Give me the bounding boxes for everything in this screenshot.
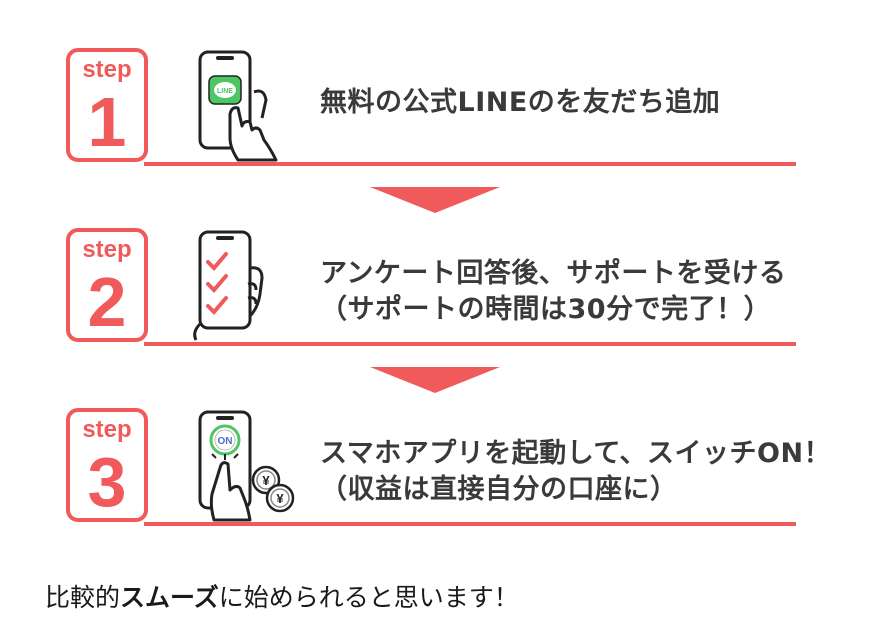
step-1-number: 1 — [87, 83, 127, 161]
step-2: step 2 アンケート回答後、サポートを受ける （サポートの時間は30分で完了… — [66, 228, 796, 346]
phone-line-icon: LINE — [198, 50, 278, 162]
coin-1-symbol: ¥ — [262, 473, 270, 488]
step-2-underline — [144, 342, 796, 346]
step-1-badge: step 1 — [66, 48, 148, 162]
step-1-word: step — [82, 56, 132, 83]
step-1: step 1 LINE 無料の公式LINEのを友だち追加 — [66, 48, 796, 166]
footer-post: に始められると思います！ — [218, 583, 519, 612]
step-3-number: 3 — [87, 443, 127, 521]
phone-switch-on-icon: ON ¥ ¥ — [198, 410, 295, 522]
step-3-line-1: スマホアプリを起動して、スイッチON！ — [320, 438, 832, 469]
step-3-text: スマホアプリを起動して、スイッチON！ （収益は直接自分の口座に） — [320, 436, 831, 508]
line-badge-text: LINE — [217, 88, 233, 95]
step-3-badge: step 3 — [66, 408, 148, 522]
step-3-word: step — [82, 416, 132, 443]
step-3: step 3 ON ¥ ¥ スマホアプリを起動して、スイッチON！ （収益は直接… — [66, 408, 831, 526]
step-1-text: 無料の公式LINEのを友だち追加 — [320, 80, 720, 119]
switch-on-badge-text: ON — [218, 436, 233, 447]
step-2-line-2: （サポートの時間は30分で完了！） — [320, 294, 772, 325]
step-1-underline — [144, 162, 796, 166]
coin-2-symbol: ¥ — [276, 491, 284, 506]
down-arrow-1 — [370, 187, 500, 213]
step-1-line-1: 無料の公式LINEのを友だち追加 — [320, 87, 721, 118]
step-2-number: 2 — [87, 263, 127, 341]
footer-text: 比較的スムーズに始められると思います！ — [45, 578, 519, 614]
phone-checklist-icon — [193, 230, 264, 341]
step-2-line-1: アンケート回答後、サポートを受ける — [320, 258, 787, 289]
step-2-badge: step 2 — [66, 228, 148, 342]
step-3-line-2: （収益は直接自分の口座に） — [320, 474, 678, 505]
footer-bold: スムーズ — [120, 583, 219, 612]
step-2-text: アンケート回答後、サポートを受ける （サポートの時間は30分で完了！） — [320, 256, 786, 328]
down-arrow-2 — [370, 367, 500, 393]
step-2-word: step — [82, 236, 132, 263]
footer-pre: 比較的 — [45, 583, 121, 612]
step-3-underline — [144, 522, 796, 526]
